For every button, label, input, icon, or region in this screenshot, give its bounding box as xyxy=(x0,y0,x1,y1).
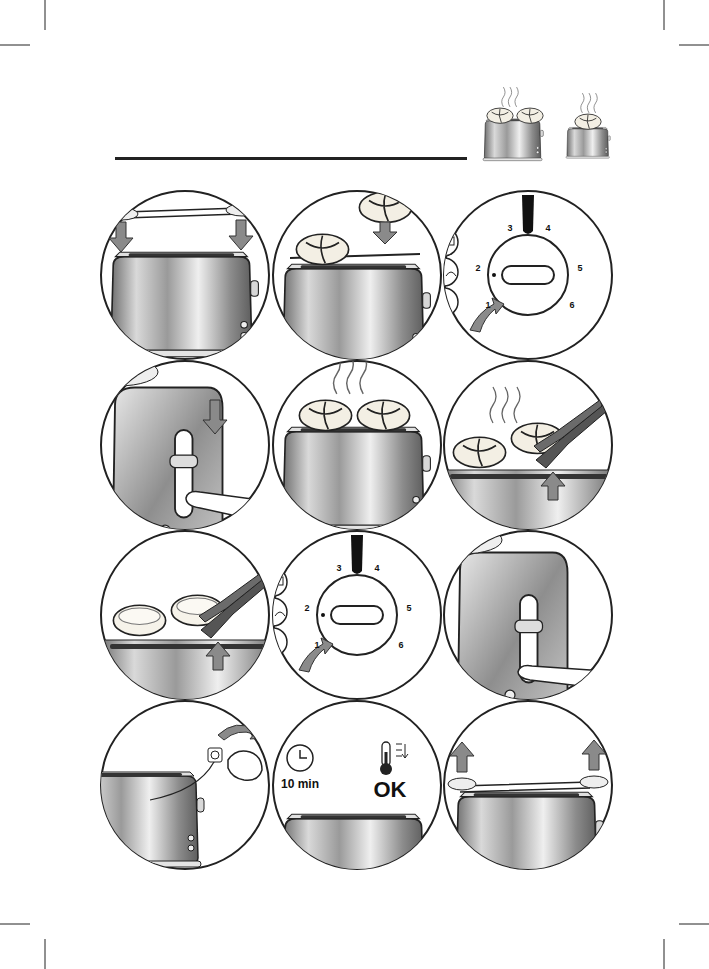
dial-number: 1 xyxy=(485,301,490,310)
dial-number: 5 xyxy=(577,264,582,273)
dial-number: 2 xyxy=(304,604,309,613)
dial-number: 2 xyxy=(475,264,480,273)
dial-number: 5 xyxy=(406,604,411,613)
dial-number: 4 xyxy=(545,224,550,233)
time-label: 10 min xyxy=(281,778,319,790)
dial-number: 6 xyxy=(398,641,403,650)
dial-number: 4 xyxy=(374,564,379,573)
dial-number: 1 xyxy=(314,641,319,650)
dial-number: 6 xyxy=(569,301,574,310)
status-label: OK xyxy=(374,779,407,801)
dial-number: 3 xyxy=(507,224,512,233)
dial-number: 3 xyxy=(336,564,341,573)
